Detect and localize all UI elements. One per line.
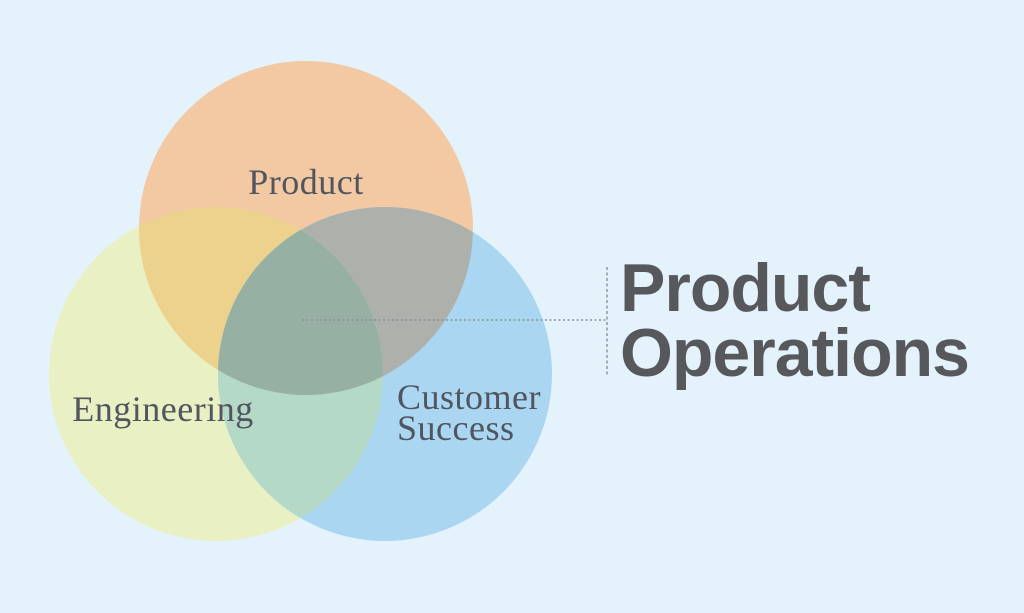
diagram-title-line2: Operations — [620, 315, 970, 391]
diagram-title: Product Operations — [620, 250, 970, 391]
product-circle-label: Product — [248, 162, 364, 202]
customer-success-circle-label: Customer Success — [397, 377, 541, 448]
diagram-title-line1: Product — [620, 250, 871, 326]
engineering-circle-label: Engineering — [72, 389, 254, 429]
